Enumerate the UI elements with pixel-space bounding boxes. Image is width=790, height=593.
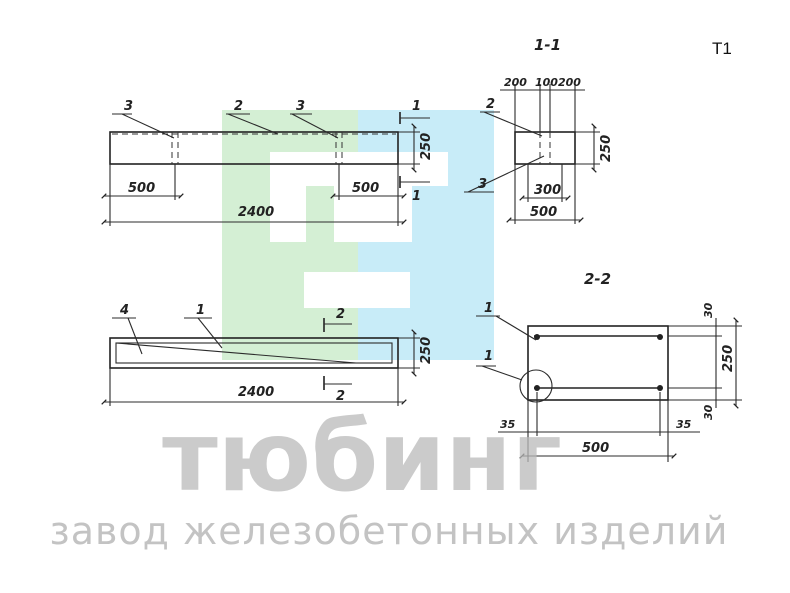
- plan-dim-seg-right: 500: [352, 181, 379, 196]
- s11-leader-label: 2: [486, 97, 495, 112]
- plan-dim-total: 2400: [238, 205, 274, 220]
- s22-dim-bottom-cover: 30: [702, 404, 715, 420]
- s11-dim-inner: 300: [534, 183, 561, 198]
- side-beam-inner: [115, 342, 393, 364]
- s22-detail-circle: [519, 369, 553, 403]
- s11-leader-label: 3: [478, 177, 487, 192]
- section-2-2-title: 2-2: [584, 270, 611, 288]
- leader-4: [127, 317, 143, 355]
- s11-leader-2: [483, 111, 543, 137]
- s22-outline: [527, 325, 669, 401]
- s11-leader-3: [467, 155, 545, 193]
- cut-2-top-label: 2: [336, 307, 345, 322]
- s11-dim-top-a: 200: [504, 76, 527, 89]
- side-beam-outer: [109, 337, 399, 369]
- plan-view: 3 2 3 250 1 1 500 500 2400: [101, 99, 434, 226]
- s11-dim-width: 500: [530, 205, 557, 220]
- plan-leader-label: 3: [124, 99, 133, 114]
- cut-2-bottom-label: 2: [336, 389, 345, 404]
- s22-leader-1-bottom: [481, 365, 523, 381]
- s22-bar-bl: [534, 385, 540, 391]
- s11-dim-top-b: 100: [535, 76, 558, 89]
- s22-bar-tr: [657, 334, 663, 340]
- s22-leader-1-top: [495, 315, 537, 341]
- logo-cutout-bottom: [304, 272, 410, 308]
- logo-cutout-top: [270, 152, 448, 186]
- cut-1-bottom-label: 1: [412, 189, 421, 204]
- s22-dim-top-cover: 30: [702, 302, 715, 318]
- sheet-label: Т1: [712, 39, 732, 58]
- watermark-subtitle: завод железобетонных изделий: [50, 509, 729, 553]
- side-dim-total: 2400: [238, 385, 274, 400]
- leader-1-side: [197, 317, 223, 349]
- plan-dim-seg-left: 500: [128, 181, 155, 196]
- s22-dim-width: 500: [582, 441, 609, 456]
- leader-3-right: [291, 113, 339, 139]
- s22-dim-left-cover: 35: [500, 418, 516, 431]
- s22-bar-tl: [534, 334, 540, 340]
- section-1-1-title: 1-1: [534, 36, 561, 54]
- plan-height-dim: 250: [419, 133, 434, 160]
- side-leader-label: 4: [119, 303, 129, 318]
- watermark-logo-blocks: [222, 110, 494, 360]
- side-height-dim: 250: [419, 337, 434, 364]
- s22-leader-label: 1: [484, 301, 493, 316]
- leader-3-left: [121, 113, 175, 139]
- s11-dim-top-c: 200: [558, 76, 581, 89]
- s22-dim-height: 250: [721, 345, 736, 372]
- section-1-1: 1-1 200 100 200 250 2 3 300 500: [464, 36, 614, 224]
- side-view: 4 1 250 2 2 2400: [101, 303, 434, 406]
- side-leader-label: 1: [196, 303, 205, 318]
- s22-bar-br: [657, 385, 663, 391]
- s22-leader-label: 1: [484, 349, 493, 364]
- leader-2: [227, 113, 279, 135]
- plan-leader-label: 3: [296, 99, 305, 114]
- logo-cutout-left: [270, 186, 306, 242]
- s11-outline: [514, 131, 576, 165]
- watermark-brand: тюбинг: [162, 401, 562, 513]
- s22-dim-right-cover: 35: [676, 418, 692, 431]
- side-bevel-line: [115, 342, 357, 364]
- section-2-2: 2-2 1 1 30 250 30 35 35 500: [476, 270, 742, 462]
- s11-dim-height: 250: [599, 135, 614, 162]
- plan-beam-outline: [109, 131, 399, 165]
- plan-leader-label: 2: [234, 99, 243, 114]
- cut-1-top-label: 1: [412, 99, 421, 114]
